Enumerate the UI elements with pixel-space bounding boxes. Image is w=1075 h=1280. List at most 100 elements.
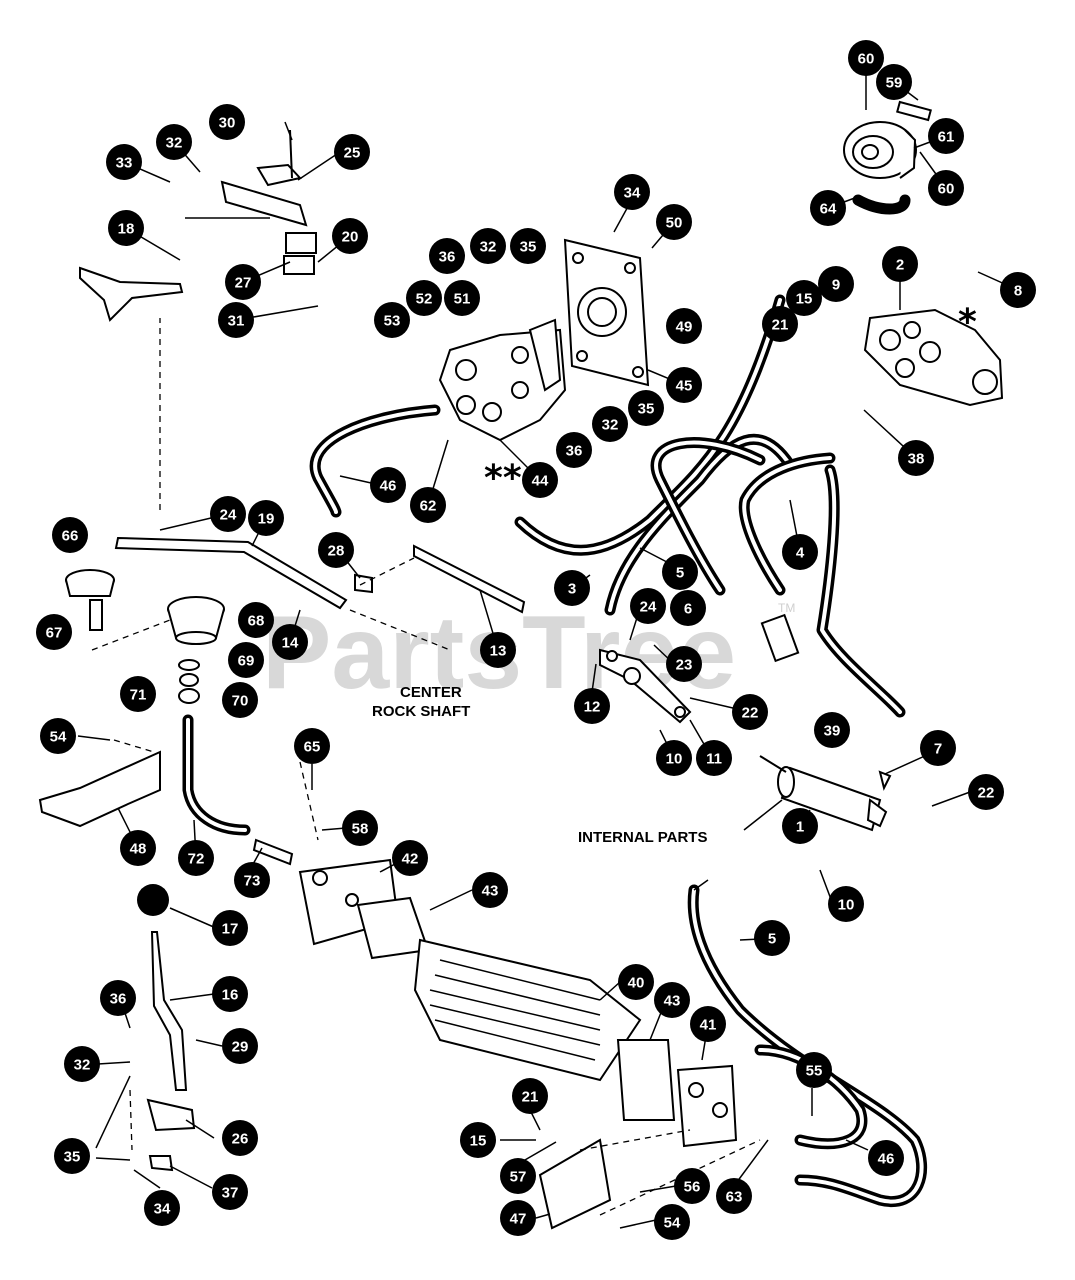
callout-circle — [444, 280, 480, 316]
filter-housing-drawing — [298, 761, 430, 960]
callout-number: 12 — [584, 699, 601, 716]
callout-number: 62 — [420, 498, 437, 515]
callout-circle — [234, 862, 270, 898]
callout-circle — [574, 688, 610, 724]
callout-46: 46 — [370, 467, 406, 503]
callout-number: 73 — [244, 873, 261, 890]
callout-38: 38 — [898, 440, 934, 476]
callout-circle — [429, 238, 465, 274]
callout-24: 24 — [210, 496, 246, 532]
callout-number: 44 — [532, 473, 549, 490]
callout-60: 60 — [928, 170, 964, 206]
callout-number: 10 — [666, 751, 683, 768]
callout-68: 68 — [238, 602, 274, 638]
callout-14: 14 — [272, 624, 308, 660]
callout-number: 13 — [490, 643, 507, 660]
callout-number: 42 — [402, 851, 419, 868]
callout-number: 8 — [1014, 283, 1022, 300]
callout-8: 8 — [1000, 272, 1036, 308]
callout-circle — [318, 532, 354, 568]
callout-circle — [754, 920, 790, 956]
callout-circle — [630, 588, 666, 624]
callout-number: 36 — [110, 991, 127, 1008]
callout-51: 51 — [444, 280, 480, 316]
callout-number: 72 — [188, 851, 205, 868]
callout-circle — [868, 1140, 904, 1176]
callout-number: 35 — [638, 401, 655, 418]
callout-number: 7 — [934, 741, 942, 758]
callout-15: 15 — [460, 1122, 496, 1158]
mounting-plate-drawing — [563, 238, 650, 387]
callout-circle — [882, 246, 918, 282]
callout-number: 29 — [232, 1039, 249, 1056]
single-star-mark: * — [958, 302, 977, 343]
callout-35: 35 — [510, 228, 546, 264]
callout-21: 21 — [512, 1078, 548, 1114]
callout-number: 24 — [220, 507, 237, 524]
callout-40: 40 — [618, 964, 654, 1000]
callout-number: 54 — [664, 1215, 681, 1232]
callout-41: 41 — [690, 1006, 726, 1042]
callout-4: 4 — [782, 534, 818, 570]
callout-circle — [510, 228, 546, 264]
callout-13: 13 — [480, 632, 516, 668]
callout-circle — [618, 964, 654, 1000]
callout-number: 24 — [640, 599, 657, 616]
callout-5: 5 — [754, 920, 790, 956]
callout-number: 10 — [838, 897, 855, 914]
callout-number: 22 — [978, 785, 995, 802]
callout-number: 32 — [166, 135, 183, 152]
callout-circle — [222, 682, 258, 718]
callout-number: 15 — [470, 1133, 487, 1150]
callout-19: 19 — [248, 500, 284, 536]
callout-circle — [500, 1200, 536, 1236]
callout-number: 68 — [248, 613, 265, 630]
callout-34: 34 — [614, 174, 650, 210]
callout-58: 58 — [342, 810, 378, 846]
callout-circle — [225, 264, 261, 300]
callout-circle — [108, 210, 144, 246]
callout-54: 54 — [654, 1204, 690, 1240]
callout-number: 69 — [238, 653, 255, 670]
callout-circle — [656, 204, 692, 240]
callout-circle — [144, 1190, 180, 1226]
callout-number: 51 — [454, 291, 471, 308]
callout-54: 54 — [40, 718, 76, 754]
callout-circle — [472, 872, 508, 908]
callout-circle — [614, 174, 650, 210]
callout-42: 42 — [392, 840, 428, 876]
callout-circle — [662, 554, 698, 590]
cover-plate-drawing — [538, 1129, 761, 1230]
callout-57: 57 — [500, 1158, 536, 1194]
lever-arm-drawing — [114, 318, 526, 651]
callout-number: 35 — [64, 1149, 81, 1166]
callout-circle — [100, 980, 136, 1016]
callout-number: 40 — [628, 975, 645, 992]
callout-2: 2 — [882, 246, 918, 282]
callout-circle — [209, 104, 245, 140]
callout-number: 60 — [938, 181, 955, 198]
callout-20: 20 — [332, 218, 368, 254]
callout-circle — [500, 1158, 536, 1194]
callout-number: 35 — [520, 239, 537, 256]
hoses-lower-drawing — [687, 884, 928, 1208]
callout-circle — [294, 728, 330, 764]
callout-circle — [106, 144, 142, 180]
callout-number: 48 — [130, 841, 147, 858]
callout-36: 36 — [100, 980, 136, 1016]
callout-number: 16 — [222, 987, 239, 1004]
callout-circle — [782, 534, 818, 570]
callout-number: 17 — [222, 921, 239, 938]
callout-36: 36 — [556, 432, 592, 468]
callout-72: 72 — [178, 840, 214, 876]
callout-number: 18 — [118, 221, 135, 238]
callout-number: 53 — [384, 313, 401, 330]
callout-circle — [666, 367, 702, 403]
callout-circle — [670, 590, 706, 626]
callout-10: 10 — [656, 740, 692, 776]
callout-circle — [212, 1174, 248, 1210]
callout-circle — [898, 440, 934, 476]
callout-number: 9 — [832, 277, 840, 294]
lift-linkage-drawing — [79, 129, 317, 322]
callout-number: 55 — [806, 1063, 823, 1080]
